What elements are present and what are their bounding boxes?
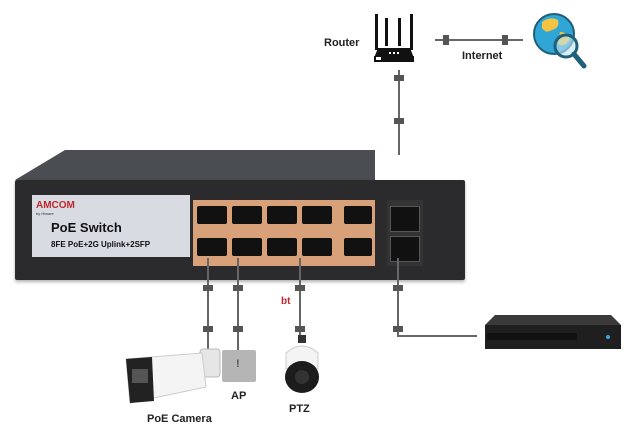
cable-plug <box>295 326 305 332</box>
cable-plug <box>203 285 213 291</box>
poe-camera-label: PoE Camera <box>147 413 212 425</box>
ptz-label: PTZ <box>289 403 310 415</box>
router-switch-wire <box>398 70 400 155</box>
nvr-wire-vertical <box>397 258 399 336</box>
globe-search-icon <box>533 13 587 69</box>
uplink-port-panel <box>341 200 375 266</box>
ap-label: AP <box>231 390 247 402</box>
internet-label: Internet <box>462 50 503 62</box>
switch-title: PoE Switch <box>51 220 122 235</box>
access-point-icon: ! <box>222 350 256 382</box>
bt-annotation: bt <box>281 296 291 307</box>
poe-port-5[interactable] <box>197 238 227 256</box>
cable-plug <box>233 285 243 291</box>
brand-sub: by Hiware <box>36 211 54 216</box>
ptz-camera-icon <box>285 335 319 393</box>
poe-port-7[interactable] <box>267 238 297 256</box>
poe-port-3[interactable] <box>267 206 297 224</box>
router-label: Router <box>324 37 360 49</box>
sfp-port-1[interactable] <box>390 206 420 232</box>
poe-port-8[interactable] <box>302 238 332 256</box>
ap-wire <box>237 258 239 353</box>
camera-wire <box>207 258 209 353</box>
ptz-wire <box>299 258 301 338</box>
nvr-wire-horizontal <box>397 335 477 337</box>
switch-label-panel: AMCOM by Hiware PoE Switch 8FE PoE+2G Up… <box>32 195 190 257</box>
cable-plug <box>502 35 508 45</box>
sfp-port-panel <box>387 200 423 266</box>
cable-plug <box>443 35 449 45</box>
ap-glyph: ! <box>236 358 240 370</box>
nvr-icon <box>485 315 621 349</box>
cable-plug <box>393 285 403 291</box>
poe-port-2[interactable] <box>232 206 262 224</box>
poe-port-4[interactable] <box>302 206 332 224</box>
router-icon <box>374 14 414 62</box>
switch-top-cover <box>15 150 375 180</box>
uplink-port-1[interactable] <box>344 206 372 224</box>
switch-subtitle: 8FE PoE+2G Uplink+2SFP <box>51 240 151 249</box>
poe-port-1[interactable] <box>197 206 227 224</box>
bullet-camera-icon <box>125 348 221 404</box>
uplink-port-2[interactable] <box>344 238 372 256</box>
cable-plug <box>393 326 403 332</box>
cable-plug <box>203 326 213 332</box>
brand-logo: AMCOM <box>36 200 75 211</box>
cable-plug <box>394 118 404 124</box>
cable-plug <box>295 285 305 291</box>
poe-port-6[interactable] <box>232 238 262 256</box>
cable-plug <box>394 75 404 81</box>
cable-plug <box>233 326 243 332</box>
internet-wire <box>435 39 523 41</box>
poe-port-panel <box>193 200 341 266</box>
sfp-port-2[interactable] <box>390 236 420 262</box>
